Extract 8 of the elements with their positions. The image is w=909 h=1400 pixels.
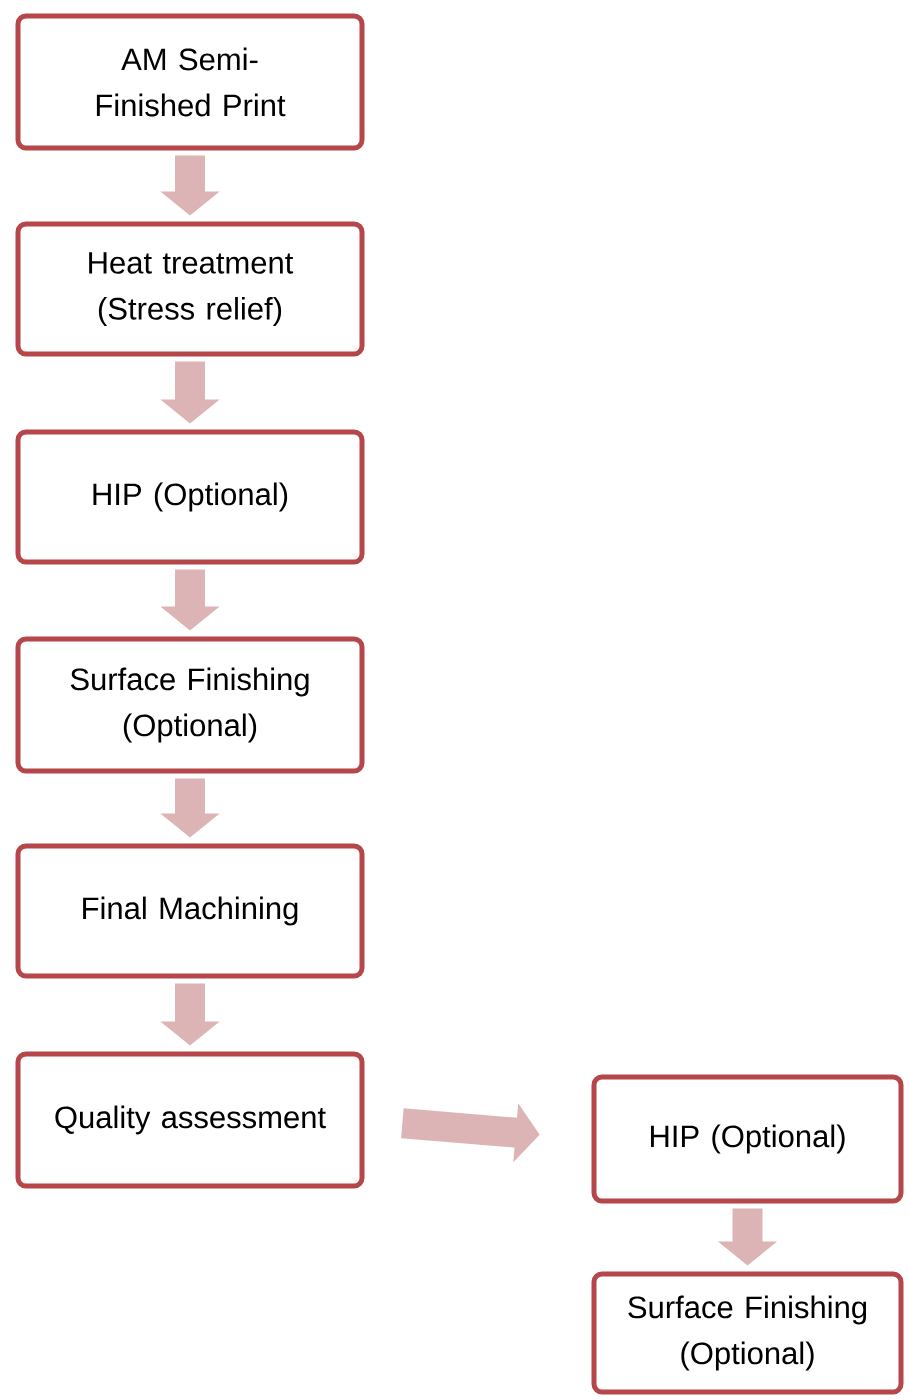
process-box: Final Machining (15, 843, 365, 979)
process-box: Surface Finishing (Optional) (591, 1271, 904, 1395)
process-box: Heat treatment (Stress relief) (15, 221, 365, 357)
process-box: AM Semi-Finished Print (15, 13, 365, 151)
process-box: HIP (Optional) (15, 429, 365, 565)
process-box: Quality assessment (15, 1051, 365, 1189)
process-box: Surface Finishing (Optional) (15, 636, 365, 774)
process-box: HIP (Optional) (591, 1074, 904, 1204)
